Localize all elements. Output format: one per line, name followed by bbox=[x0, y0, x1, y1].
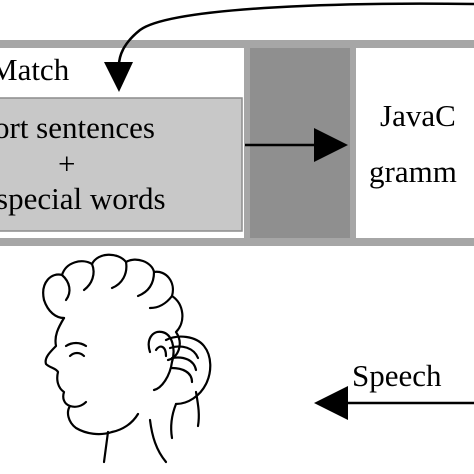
sentences-line: ort sentences bbox=[0, 110, 155, 145]
listener-head-illustration bbox=[42, 253, 212, 464]
sentences-box bbox=[0, 97, 243, 232]
speech-label: Speech bbox=[352, 358, 442, 393]
grammar-line: gramm bbox=[369, 154, 457, 189]
feedback-arrow bbox=[117, 2, 474, 81]
plus-sign: + bbox=[58, 146, 76, 181]
speech-arrowhead bbox=[314, 386, 348, 420]
special-words-line: special words bbox=[0, 181, 166, 216]
javacc-line: JavaC bbox=[380, 98, 456, 133]
javacc-block bbox=[356, 48, 474, 238]
flow-arrowhead bbox=[314, 128, 348, 162]
match-title: Match bbox=[0, 52, 70, 87]
feedback-arrowhead bbox=[104, 62, 133, 92]
